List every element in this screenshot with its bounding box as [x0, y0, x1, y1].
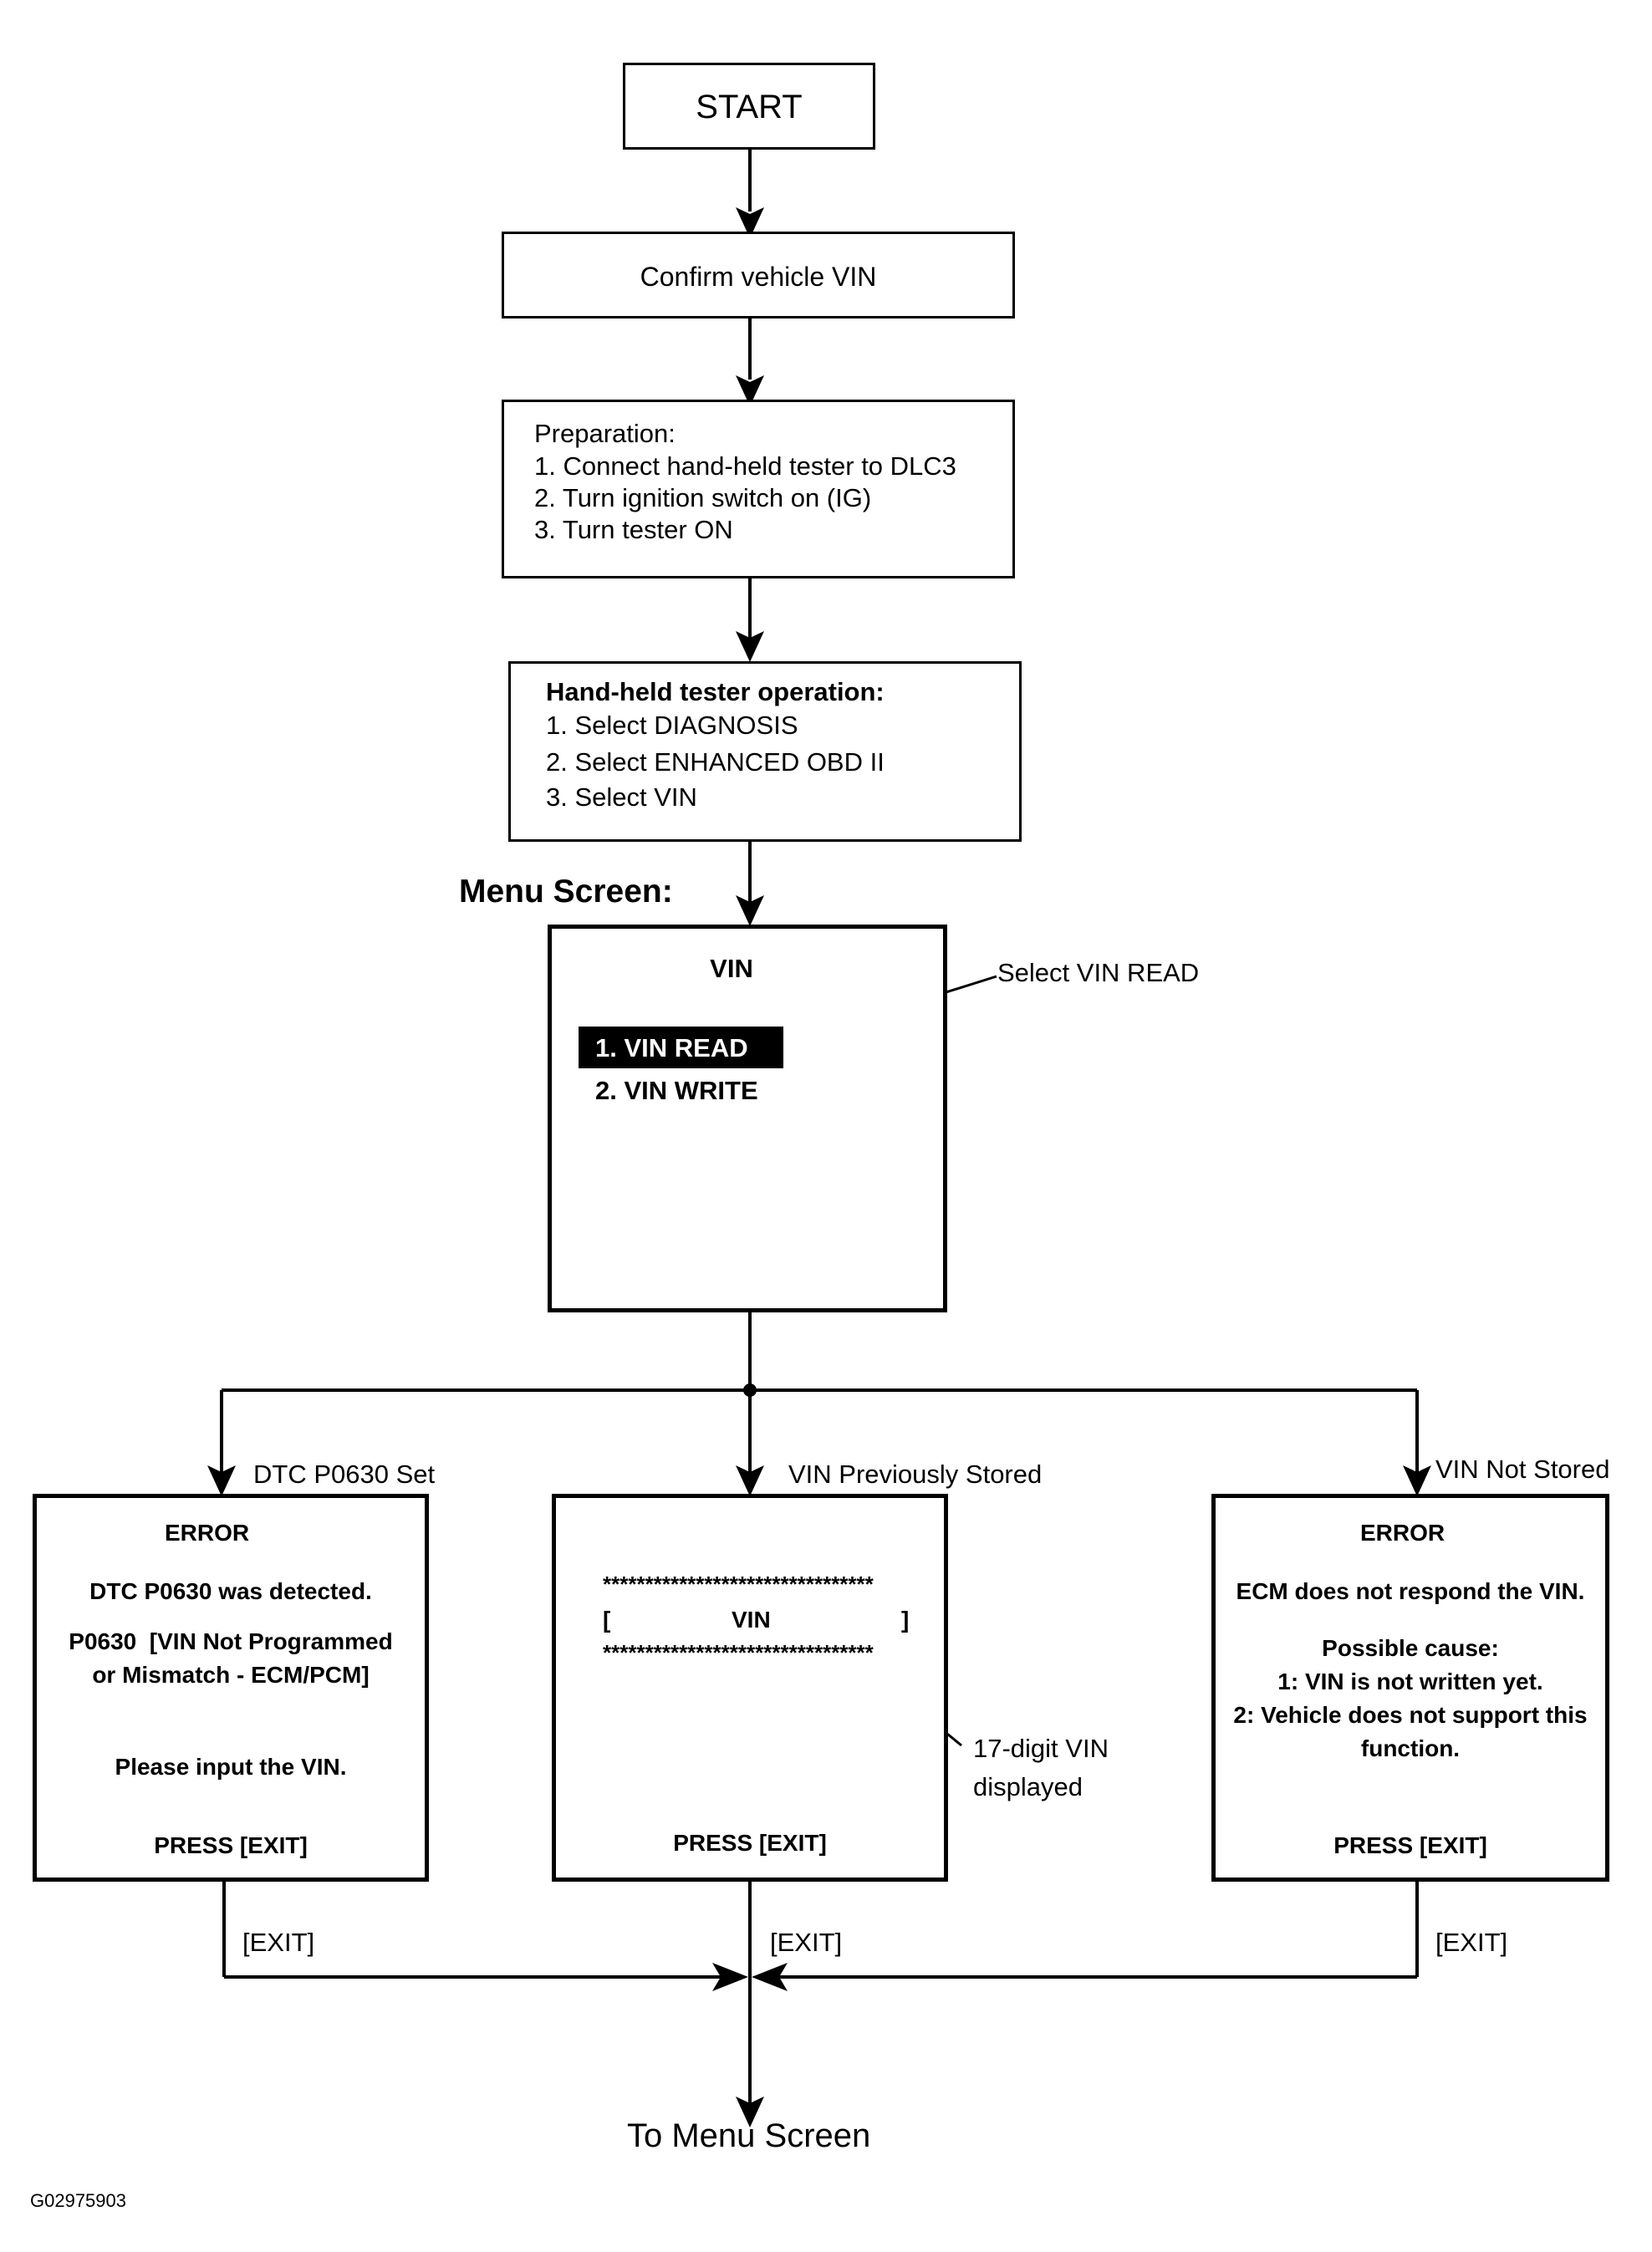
vin-stars-bottom: ********************************: [603, 1640, 874, 1665]
junction-dot: [743, 1383, 757, 1397]
vin-display-screen: ******************************** [ VIN ]…: [552, 1494, 948, 1882]
menu-screen-label: Menu Screen:: [459, 874, 673, 909]
condition-dtc-p0630-set: DTC P0630 Set: [253, 1460, 436, 1489]
arrowhead-prep: [736, 375, 764, 406]
press-exit-center[interactable]: PRESS [EXIT]: [673, 1830, 827, 1856]
possible-cause-2: 2: Vehicle does not support this: [1233, 1702, 1588, 1728]
preparation-step-3: 3. Turn tester ON: [534, 515, 733, 544]
preparation-step-1: 1. Connect hand-held tester to DLC3: [534, 451, 956, 481]
error-title: ERROR: [165, 1520, 250, 1546]
arrowhead-center: [736, 1465, 764, 1496]
vin-bracket-open: [: [603, 1607, 611, 1633]
arrowhead-end: [736, 2097, 764, 2127]
confirm-vin-label: Confirm vehicle VIN: [640, 262, 877, 292]
menu-item-vin-read-highlight[interactable]: 1. VIN READ: [579, 1027, 783, 1068]
tester-operation-step-3: 3. Select VIN: [546, 782, 697, 812]
possible-cause-heading: Possible cause:: [1322, 1635, 1499, 1661]
error-screen-no-vin: ERROR ECM does not respond the VIN. Poss…: [1211, 1494, 1609, 1882]
condition-vin-not-stored: VIN Not Stored: [1435, 1455, 1610, 1484]
exit-label-center: [EXIT]: [770, 1928, 843, 1957]
error-title-right: ERROR: [1360, 1520, 1446, 1546]
tester-operation-step-1: 1. Select DIAGNOSIS: [546, 711, 798, 740]
error-dtc-detected: DTC P0630 was detected.: [89, 1578, 372, 1604]
menu-item-vin-read: 1. VIN READ: [595, 1033, 748, 1062]
tester-operation-heading: Hand-held tester operation:: [546, 677, 885, 706]
error-ecm-no-response: ECM does not respond the VIN.: [1236, 1578, 1585, 1604]
exit-label-left: [EXIT]: [242, 1928, 315, 1957]
menu-screen-title: VIN: [710, 954, 753, 983]
figure-id: G02975903: [30, 2190, 126, 2211]
error-p0630-line-1: P0630 [VIN Not Programmed: [69, 1628, 393, 1654]
preparation-step-2: 2. Turn ignition switch on (IG): [534, 483, 872, 512]
start-box: START: [623, 63, 875, 150]
menu-item-vin-write[interactable]: 2. VIN WRITE: [595, 1076, 758, 1105]
preparation-box: Preparation: 1. Connect hand-held tester…: [502, 400, 1015, 578]
tester-operation-box: Hand-held tester operation: 1. Select DI…: [508, 661, 1022, 842]
arrowhead-merge-left: [712, 1963, 748, 1991]
arrowhead-confirm: [736, 207, 764, 238]
arrowhead-merge-right: [752, 1963, 788, 1991]
menu-screen: VIN 1. VIN READ 2. VIN WRITE: [548, 925, 947, 1312]
arrowhead-menu: [736, 895, 764, 926]
vin-bracket-close: ]: [901, 1607, 910, 1633]
confirm-vin-box: Confirm vehicle VIN: [502, 232, 1015, 318]
press-exit-left[interactable]: PRESS [EXIT]: [154, 1832, 308, 1858]
callout-17-digit-vin: 17-digit VIN: [973, 1734, 1109, 1763]
error-screen-dtc: ERROR DTC P0630 was detected. P0630 [VIN…: [33, 1494, 429, 1882]
arrowhead-tester: [736, 631, 764, 662]
to-menu-screen-label: To Menu Screen: [627, 2117, 871, 2154]
possible-cause-2-cont: function.: [1360, 1735, 1461, 1761]
vin-stars-top: ********************************: [603, 1572, 874, 1597]
exit-label-right: [EXIT]: [1435, 1928, 1508, 1957]
arrowhead-right: [1403, 1465, 1431, 1496]
possible-cause-1: 1: VIN is not written yet.: [1277, 1669, 1543, 1694]
vin-value: VIN: [732, 1607, 771, 1633]
arrowhead-left: [207, 1465, 236, 1496]
callout-displayed: displayed: [973, 1772, 1083, 1801]
press-exit-right[interactable]: PRESS [EXIT]: [1333, 1832, 1487, 1858]
error-input-vin: Please input the VIN.: [115, 1754, 347, 1780]
error-p0630-line-2: or Mismatch - ECM/PCM]: [92, 1662, 370, 1688]
preparation-heading: Preparation:: [534, 419, 676, 448]
start-label: START: [696, 89, 803, 125]
condition-vin-previously-stored: VIN Previously Stored: [788, 1460, 1043, 1489]
callout-select-vin-read: Select VIN READ: [997, 958, 1200, 987]
tester-operation-step-2: 2. Select ENHANCED OBD II: [546, 747, 885, 777]
